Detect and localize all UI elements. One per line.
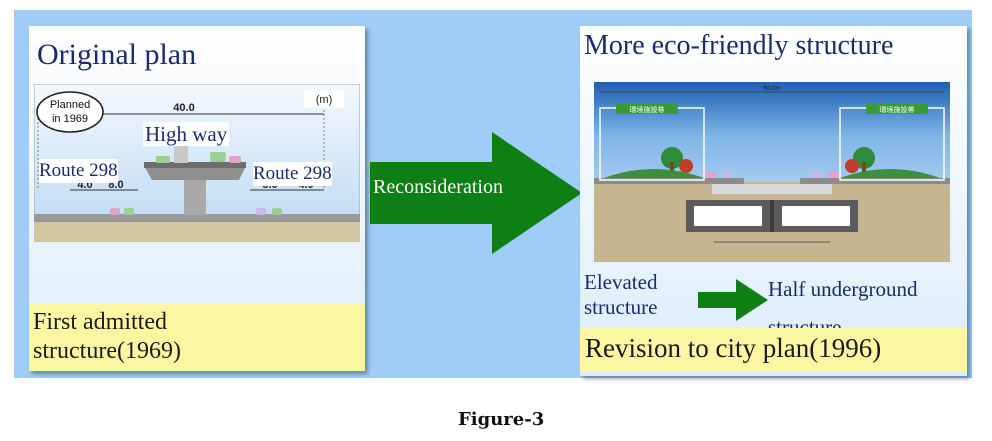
green-sign-left: 環境施設帯: [630, 105, 665, 114]
dim-total: 40.0: [173, 102, 194, 114]
route-left-label: Route 298: [39, 159, 118, 183]
first-admitted-line2: structure(1969): [33, 338, 181, 364]
green-sign-right: 環境施設帯: [880, 105, 915, 114]
eco-structure-title: More eco-friendly structure: [584, 30, 894, 61]
elevated-line1: Elevated: [584, 270, 658, 294]
figure-caption: Figure-3: [458, 409, 545, 430]
unit-label: (m): [316, 94, 333, 106]
planned-bubble-line1: Planned: [50, 99, 90, 111]
elevated-structure-label: Elevated structure: [584, 270, 657, 320]
first-admitted-note: First admitted structure(1969): [29, 304, 365, 371]
route-right-label: Route 298: [253, 162, 332, 186]
reconsideration-arrow: [370, 132, 582, 254]
half-underground-line1: Half underground: [768, 277, 918, 301]
dim-total-right: 60.0m: [764, 86, 781, 92]
original-plan-panel: Original plan 40.0 4.0 8.0 8.0: [29, 26, 365, 371]
elevated-line2: structure: [584, 295, 658, 319]
reconsideration-label: Reconsideration: [373, 176, 503, 198]
highway-label: High way: [143, 122, 230, 146]
eco-structure-cross-section: 60.0m 環境施設帯 環境施設帯: [594, 82, 950, 262]
original-plan-title: Original plan: [37, 38, 197, 71]
change-arrow: [698, 279, 768, 321]
eco-structure-panel: More eco-friendly structure: [580, 26, 967, 376]
first-admitted-line1: First admitted: [33, 309, 167, 335]
planned-bubble-line2: in 1969: [52, 113, 88, 125]
revision-note: Revision to city plan(1996): [580, 328, 967, 372]
